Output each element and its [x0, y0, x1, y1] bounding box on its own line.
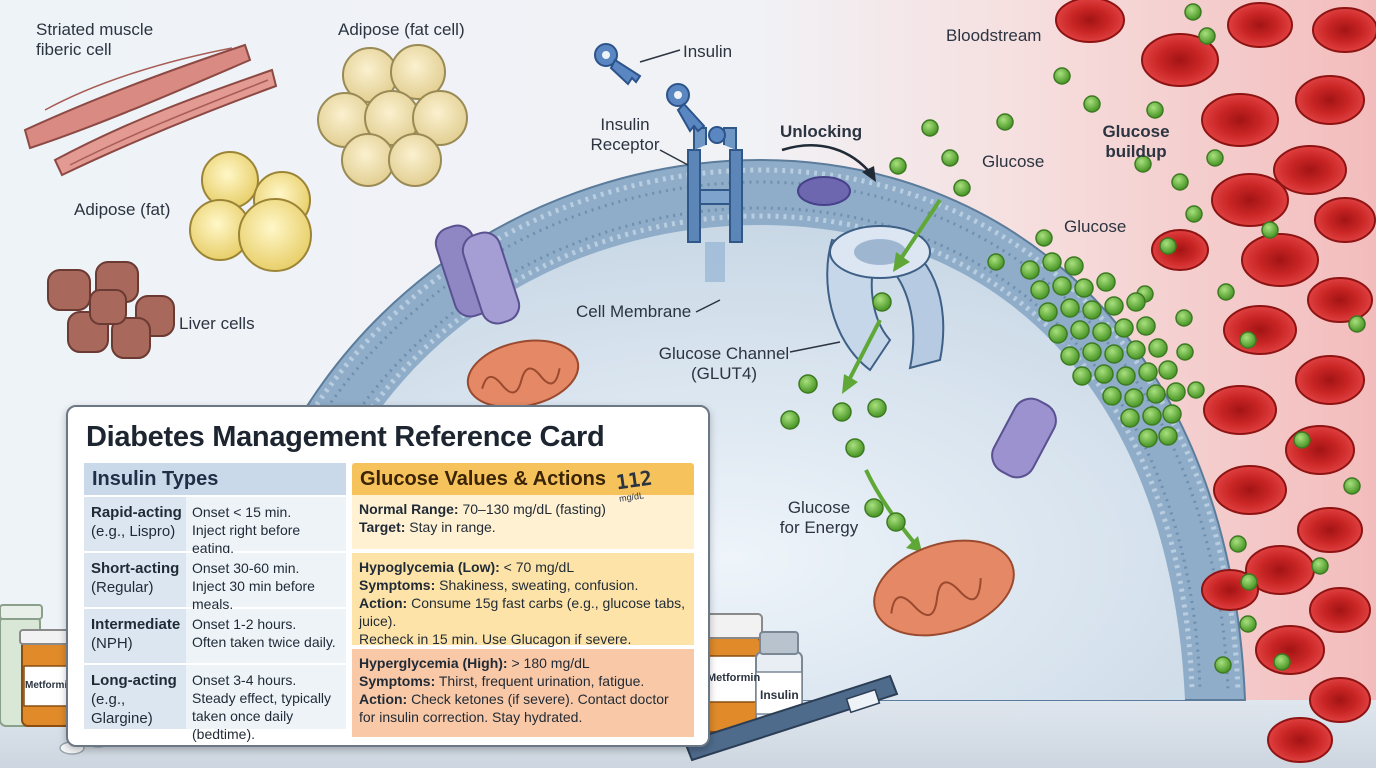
insulin-row: Intermediate (NPH) Onset 1-2 hours. Often … [84, 607, 346, 663]
reference-card: Diabetes Management Reference Card Insul… [66, 405, 710, 747]
insulin-desc-line: Onset 30-60 min. [192, 560, 300, 576]
hyperglycemia-box: Hyperglycemia (High): > 180 mg/dL Sympto… [352, 649, 694, 737]
membrane-protein-right [991, 397, 1057, 479]
adipose-cluster-top [317, 44, 468, 187]
insulin-example: (e.g., Lispro) [91, 523, 176, 540]
insulin-receptor [687, 127, 743, 282]
hyper-symptoms-key: Symptoms: [359, 673, 436, 689]
label-metformin-small: Metformin [25, 680, 74, 691]
label-adipose-left: Adipose (fat) [74, 200, 171, 219]
label-insulin: Insulin [683, 42, 733, 61]
insulin-types-column: Insulin Types Rapid-acting (e.g., Lispro)… [84, 463, 346, 742]
red-blood-cells [1055, 0, 1376, 763]
membrane-protein-left [434, 224, 521, 325]
hypo-key: Hypoglycemia (Low): [359, 559, 500, 575]
label-glucose-buildup: Glucose buildup [1102, 122, 1170, 161]
hypo-recheck: Recheck in 15 min. Use Glucagon if sever… [359, 631, 632, 647]
insulin-desc-line: Onset 1-2 hours. [192, 616, 297, 632]
insulin-name: Short-acting [91, 560, 180, 577]
insulin-key-floating [594, 43, 642, 86]
hyper-action-key: Action: [359, 691, 408, 707]
glucose-values-header: Glucose Values & Actions [352, 463, 694, 495]
insulin-desc-line: Inject right before eating. [192, 522, 301, 556]
insulin-desc-line: taken once daily (bedtime). [192, 708, 294, 742]
liver-cells-illustration [47, 261, 175, 359]
label-unlocking: Unlocking [780, 122, 863, 141]
insulin-row: Long-acting (e.g., Glargine) Onset 3-4 ho… [84, 663, 346, 742]
insulin-name: Intermediate [91, 616, 181, 633]
glucose-values-column: Glucose Values & Actions Normal Range: 7… [352, 463, 694, 737]
glucose-molecules [780, 3, 1366, 674]
label-adipose-top: Adipose (fat cell) [338, 20, 465, 39]
insulin-example: (NPH) [91, 635, 133, 652]
glut4-channel [826, 225, 945, 372]
normal-value: 70–130 mg/dL (fasting) [458, 501, 606, 517]
label-metformin-right: Metformin [707, 672, 761, 684]
label-glucose-energy: Glucose for Energy [779, 498, 859, 537]
glucose-flow-arrows [846, 198, 942, 547]
label-glucose-2: Glucose [1064, 217, 1127, 236]
hyper-action: Check ketones (if severe). Contact docto… [407, 691, 669, 707]
hypoglycemia-box: Hypoglycemia (Low): < 70 mg/dL Symptoms:… [352, 553, 694, 647]
hypo-action-key: Action: [359, 595, 408, 611]
insulin-desc-line: Steady effect, typically [192, 690, 332, 706]
insulin-row: Rapid-acting (e.g., Lispro) Onset < 15 mi… [84, 495, 346, 556]
mitochondrion-large [873, 539, 1015, 637]
insulin-desc-line: Onset < 15 min. [192, 504, 292, 520]
label-glucose-1: Glucose [982, 152, 1045, 171]
insulin-name: Rapid-acting [91, 504, 182, 521]
adipose-cluster-left [189, 151, 312, 272]
label-glucose-channel: Glucose Channel (GLUT4) [658, 344, 790, 383]
insulin-example: (e.g., Glargine) [91, 691, 153, 727]
card-title: Diabetes Management Reference Card [86, 421, 605, 453]
label-bloodstream: Bloodstream [946, 26, 1042, 45]
insulin-example: (Regular) [91, 579, 154, 596]
unlocking-arrow [781, 144, 873, 176]
target-value: Stay in range. [405, 519, 496, 535]
insulin-pen [683, 674, 899, 762]
hypo-value: < 70 mg/dL [499, 559, 575, 575]
insulin-desc-line: Often taken twice daily. [192, 634, 336, 650]
hyper-symptoms: Thirst, frequent urination, fatigue. [435, 673, 645, 689]
label-insulin-vial: Insulin [760, 688, 799, 702]
hyper-correction: for insulin correction. Stay hydrated. [359, 709, 583, 725]
hypo-symptoms-key: Symptoms: [359, 577, 436, 593]
insulin-types-header: Insulin Types [84, 463, 346, 495]
label-liver: Liver cells [179, 314, 255, 333]
label-insulin-receptor: Insulin Receptor [590, 115, 660, 154]
target-key: Target: [359, 519, 406, 535]
label-muscle: Striated muscle fiberic cell [36, 20, 154, 59]
insulin-name: Long-acting [91, 672, 177, 689]
hypo-action: Consume 15g fast carbs (e.g., glucose ta… [359, 595, 686, 629]
insulin-key-docking [666, 83, 726, 144]
membrane-protein-top [797, 176, 851, 206]
insulin-desc-line: Onset 3-4 hours. [192, 672, 297, 688]
insulin-row: Short-acting (Regular) Onset 30-60 min. In… [84, 551, 346, 612]
hyper-key: Hyperglycemia (High): [359, 655, 508, 671]
muscle-fiber-illustration [23, 43, 278, 177]
metformin-bottle-left [0, 604, 111, 755]
insulin-desc-line: Inject 30 min before meals. [192, 578, 315, 612]
glucose-buildup-cluster [1020, 252, 1186, 448]
normal-key: Normal Range: [359, 501, 459, 517]
label-cell-membrane: Cell Membrane [576, 302, 692, 321]
hypo-symptoms: Shakiness, sweating, confusion. [435, 577, 639, 593]
hyper-value: > 180 mg/dL [507, 655, 590, 671]
meter-reading: 112 [614, 465, 654, 495]
normal-range-box: Normal Range: 70–130 mg/dL (fasting) Tar… [352, 495, 694, 549]
